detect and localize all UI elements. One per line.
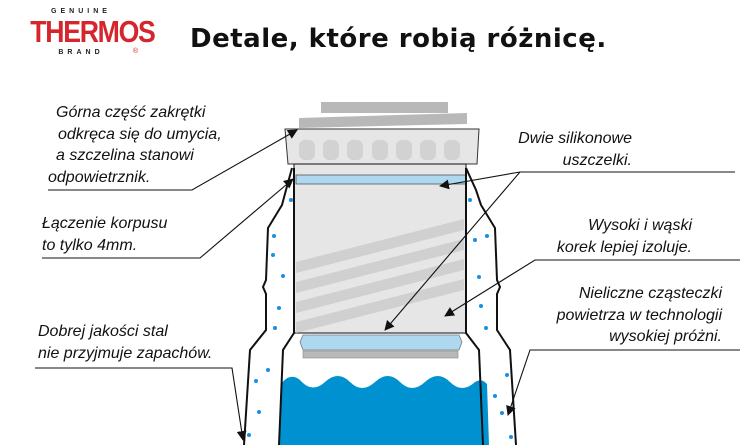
label-line: a szczelina stanowi xyxy=(56,147,194,164)
label-line: to tylko 4mm. xyxy=(42,236,138,254)
water xyxy=(279,376,489,445)
thermos-logo: GENUINE THERMOS BRAND ® xyxy=(22,8,156,56)
label-line: Łączenie korpusu xyxy=(42,215,168,232)
logo-brand-sub: BRAND xyxy=(58,49,104,56)
upper-seal xyxy=(295,174,467,185)
logo-registered: ® xyxy=(132,48,138,55)
label-line: Nieliczne cząsteczki xyxy=(578,285,722,302)
label-line: korek lepiej izoluje. xyxy=(556,238,692,256)
lower-seal xyxy=(299,334,463,351)
cap-grips xyxy=(299,140,460,160)
label-line: uszczelki. xyxy=(562,151,632,169)
label-line: powietrza w technologii xyxy=(556,306,722,324)
label-seals: Dwie silikonowe uszczelki. xyxy=(518,128,632,171)
label-line: Wysoki i wąski xyxy=(587,217,692,234)
cap-top-bar xyxy=(321,102,448,113)
label-cap: Górna część zakrętki odkręca się do umyc… xyxy=(48,102,222,188)
label-vacuum: Nieliczne cząsteczki powietrza w technol… xyxy=(557,283,722,348)
cap-second-bar xyxy=(299,113,467,128)
label-plug: Wysoki i wąski korek lepiej izoluje. xyxy=(557,215,692,258)
bottle-walls xyxy=(243,167,517,445)
label-line: Górna część zakrętki xyxy=(56,104,206,121)
label-line: wysokiej próżni. xyxy=(609,328,722,345)
label-line: odkręca się do umycia, xyxy=(58,125,222,143)
label-line: Dobrej jakości stal xyxy=(38,323,168,340)
label-line: odpowietrznik. xyxy=(48,168,151,186)
lower-plate xyxy=(302,350,459,359)
logo-genuine: GENUINE xyxy=(51,8,111,15)
label-joint: Łączenie korpusu to tylko 4mm. xyxy=(42,213,167,256)
plug-threads xyxy=(296,219,464,333)
page-title: Detale, które robią różnicę. xyxy=(190,24,607,54)
label-line: nie przyjmuje zapachów. xyxy=(38,344,213,362)
label-line: Dwie silikonowe xyxy=(518,130,632,147)
leader-lines xyxy=(35,129,740,441)
label-steel: Dobrej jakości stal nie przyjmuje zapach… xyxy=(38,321,212,364)
vacuum-dots xyxy=(247,198,513,439)
